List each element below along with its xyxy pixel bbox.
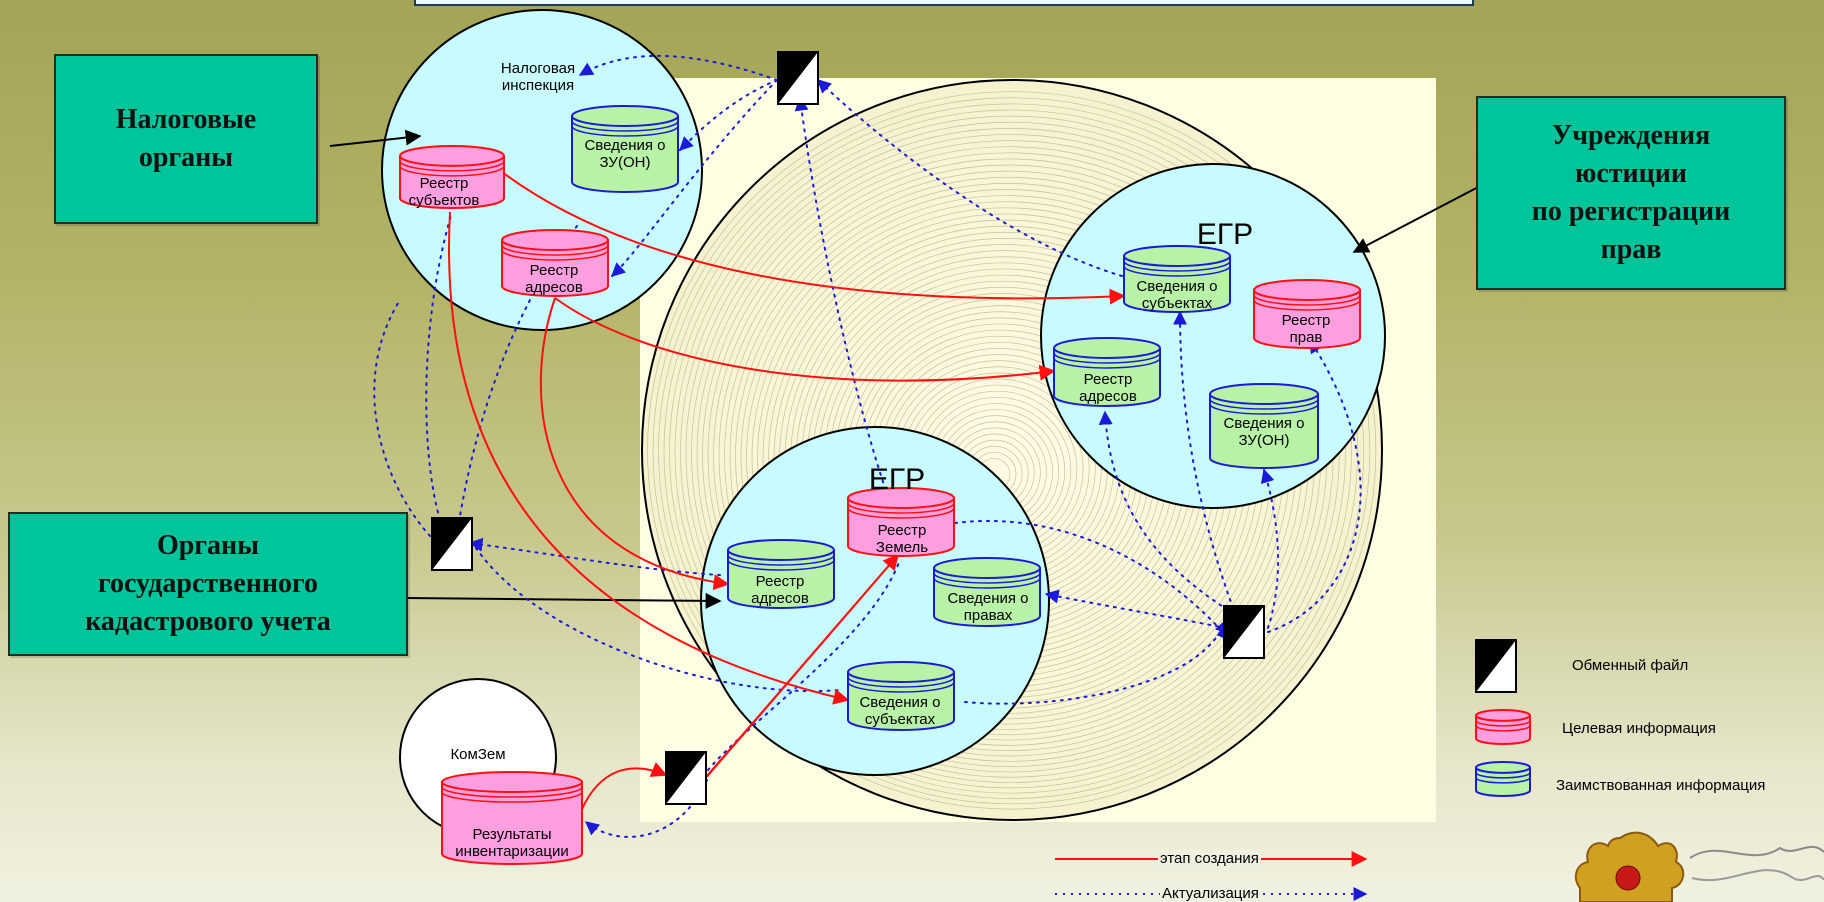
egr-lands-cylinder	[847, 487, 955, 557]
egr-rights-info-label: Сведения о правах	[947, 590, 1029, 624]
justice-rights-cylinder	[1253, 279, 1361, 349]
justice-subjects-cylinder	[1123, 245, 1231, 313]
egr-right-label: ЕГР	[1196, 218, 1254, 251]
legend-borrowed-info: Заимствованная информация	[1556, 777, 1766, 794]
tax-authorities-box: Налоговые органы	[54, 54, 318, 224]
justice-rights-registry-label: Реестр прав	[1281, 312, 1331, 346]
justice-address-cylinder	[1053, 337, 1161, 407]
egr-subjects-cylinder	[847, 661, 955, 731]
tax-subjects-cylinder	[399, 145, 505, 209]
tax-address-registry-label: Реестр адресов	[525, 262, 583, 296]
tax-land-info-cylinder	[571, 105, 679, 193]
legend-target-cylinder	[1475, 709, 1531, 745]
exchange-files	[431, 51, 1517, 805]
justice-address-registry-label: Реестр адресов	[1079, 371, 1137, 405]
cadastre-authorities-box: Органы государственного кадастрового уче…	[8, 512, 408, 656]
cadastre-pointer-arrow	[405, 592, 722, 609]
tax-land-info-label: Сведения о ЗУ(ОН)	[584, 137, 666, 171]
exchange-file-left	[431, 517, 473, 571]
justice-subjects-info-label: Сведения о субъектах	[1136, 278, 1218, 312]
exchange-file-bottom	[665, 751, 707, 805]
komzem-label: КомЗем	[450, 746, 506, 763]
creation-stage-label: этап создания	[1158, 850, 1261, 867]
exchange-file-right	[1223, 605, 1265, 659]
tax-pointer-arrow	[329, 129, 422, 147]
inventory-results-label: Результаты инвентаризации	[455, 826, 569, 860]
justice-land-info-label: Сведения о ЗУ(ОН)	[1223, 415, 1305, 449]
update-lines	[373, 54, 1362, 838]
legend-borrowed-cylinder	[1475, 761, 1531, 797]
legend-exchange-file: Обменный файл	[1572, 657, 1689, 674]
justice-pointer-arrow	[1352, 183, 1485, 253]
inventory-cylinder	[441, 771, 583, 865]
tax-subjects-registry-label: Реестр субъектов	[408, 175, 480, 209]
egr-bottom-label: ЕГР	[868, 463, 926, 496]
egr-lands-registry-label: Реестр Земель	[875, 522, 929, 556]
egr-address-cylinder	[727, 539, 835, 609]
state-emblem	[1574, 831, 1824, 902]
creation-lines	[448, 171, 1126, 810]
tax-address-cylinder	[501, 229, 609, 297]
justice-institutions-box: Учреждения юстиции по регистрации прав	[1476, 96, 1786, 290]
title-banner	[414, 0, 1474, 6]
egr-rights-cylinder	[933, 557, 1041, 627]
legend-exchange-file-icon	[1475, 639, 1517, 693]
tax-inspection-circle	[381, 9, 703, 331]
tax-inspection-label: Налоговая инспекция	[500, 60, 576, 94]
justice-land-info-cylinder	[1209, 383, 1319, 469]
exchange-file-top	[777, 51, 819, 105]
cylinders	[399, 105, 1531, 865]
update-label: Актуализация	[1160, 885, 1261, 902]
egr-subjects-info-label: Сведения о субъектах	[859, 694, 941, 728]
legend-target-info: Целевая информация	[1562, 720, 1716, 737]
egr-address-registry-label: Реестр адресов	[751, 573, 809, 607]
